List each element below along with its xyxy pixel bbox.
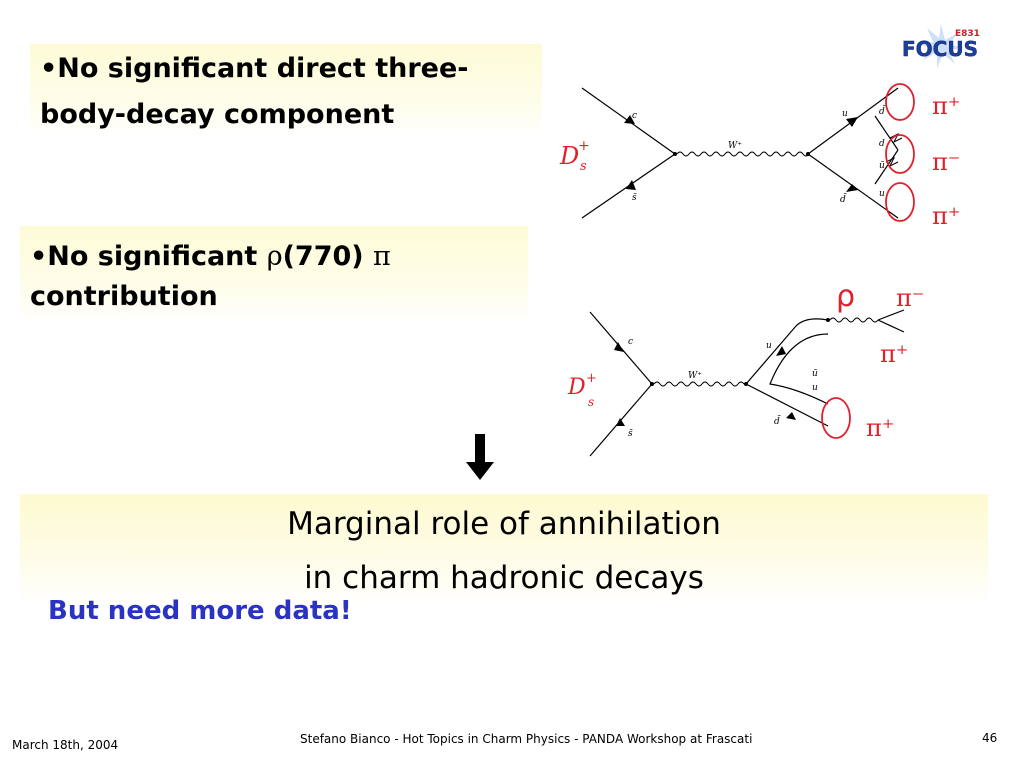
bullet-2-text-pre: No significant: [47, 241, 267, 272]
feynman-diagram-1: c s̄ W⁺ u d̄ d̄ d ū u D + s π⁺ π⁻ π⁺: [559, 83, 960, 230]
pi-symbol: π: [373, 241, 391, 272]
pair-quark-label: u: [879, 189, 885, 199]
pion-circle: [885, 182, 915, 222]
quark-ubar-label: ū: [812, 369, 818, 379]
quark-c-label: c: [628, 337, 633, 347]
pion-label: π⁺: [932, 92, 960, 120]
ds-label: D: [567, 375, 586, 400]
w-boson-label: W⁺: [688, 371, 702, 381]
quark-c-label: c: [632, 111, 637, 121]
pion-label: π⁺: [880, 340, 908, 368]
pair-quark-label: d̄: [879, 105, 886, 117]
quark-u-label: u: [842, 109, 848, 119]
ds-subscript: s: [588, 395, 594, 409]
logo-subtext: E831: [955, 29, 980, 39]
down-arrow-icon: [466, 434, 494, 480]
rho-label: ρ: [836, 279, 855, 314]
conclusion-line-2: in charm hadronic decays: [304, 560, 704, 596]
ds-label: D: [559, 142, 579, 170]
bullet-2-text-mid: (770): [282, 241, 374, 272]
bullet-2-line-2: contribution: [30, 281, 218, 312]
rho-symbol: ρ: [266, 241, 283, 272]
ds-superscript: +: [578, 138, 590, 154]
ds-subscript: s: [580, 159, 587, 174]
feynman-diagram-2: c s̄ W⁺ u ū u d̄ D + s ρ π⁻ π⁺ π⁺: [567, 279, 924, 457]
bullet-box-2: [20, 226, 528, 324]
quark-dbar-label: d̄: [840, 193, 847, 205]
bullet-2-line-1: •No significant ρ(770) π: [30, 236, 391, 278]
quark-sbar-label: s̄: [632, 193, 637, 203]
footer-date: March 18th, 2004: [12, 738, 119, 752]
pair-quark-label: d: [879, 139, 885, 149]
quark-u-label: u: [766, 341, 772, 351]
pion-label: π⁺: [866, 414, 894, 442]
bullet-1-line-1: •No significant direct three-: [40, 48, 469, 90]
bullet-1-line-2: body-decay component: [40, 99, 395, 130]
w-boson-label: W⁺: [728, 141, 742, 151]
bullet-marker: •: [30, 241, 48, 272]
bullet-1-text-1: No significant direct three-: [57, 53, 469, 84]
bullet-marker: •: [40, 53, 58, 84]
logo-text: FOCUS: [902, 37, 978, 61]
page-number: 46: [982, 731, 998, 745]
pion-circle: [821, 397, 851, 439]
conclusion-line-1: Marginal role of annihilation: [287, 506, 721, 542]
quark-dbar-label: d̄: [774, 415, 781, 427]
more-data-callout: But need more data!: [48, 596, 352, 626]
pion-circle: [885, 134, 915, 174]
bullet-box-1: [30, 44, 542, 138]
pion-circle: [885, 83, 915, 121]
quark-sbar-label: s̄: [628, 429, 633, 439]
pair-quark-label: ū: [879, 161, 885, 171]
pion-label: π⁻: [896, 284, 924, 312]
footer-title: Stefano Bianco - Hot Topics in Charm Phy…: [300, 732, 753, 746]
ds-superscript: +: [586, 371, 597, 386]
conclusion-box: Marginal role of annihilation in charm h…: [20, 494, 988, 606]
focus-logo: E831 FOCUS: [902, 24, 980, 68]
pion-label: π⁻: [932, 148, 960, 176]
pion-label: π⁺: [932, 202, 960, 230]
quark-u2-label: u: [812, 383, 818, 393]
